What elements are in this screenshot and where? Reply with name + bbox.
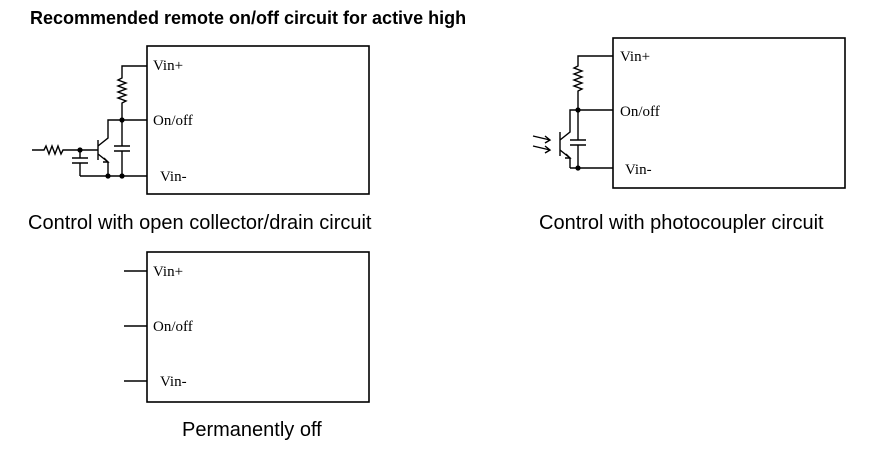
base-capacitor (72, 150, 88, 176)
pin-label-vin-minus: Vin- (160, 374, 187, 390)
module-box (612, 37, 846, 189)
module-box (146, 45, 370, 195)
junction-dot (575, 107, 581, 113)
page-title: Recommended remote on/off circuit for ac… (30, 8, 466, 28)
diagram-caption: Permanently off (182, 419, 322, 441)
pin-label-vin-minus: Vin- (160, 169, 187, 185)
pin-label-vin-plus: Vin+ (153, 58, 183, 74)
light-arrows-icon (532, 135, 552, 154)
module-box (146, 251, 370, 403)
pin-label-vin-plus: Vin+ (620, 49, 650, 65)
collector-capacitor (114, 120, 130, 176)
junction-dot (119, 173, 125, 179)
diagram-permanently-off: Vin+ On/off Vin- Permanently off (124, 251, 370, 441)
pin-label-vin-plus: Vin+ (153, 264, 183, 280)
pin-label-on-off: On/off (153, 319, 193, 335)
junction-dot (575, 165, 581, 171)
pin-label-on-off: On/off (620, 104, 660, 120)
pull-up-resistor (116, 65, 147, 121)
phototransistor (559, 109, 578, 168)
diagram-caption: Control with open collector/drain circui… (28, 212, 372, 234)
diagram-caption: Control with photocoupler circuit (539, 212, 824, 234)
pull-up-resistor (572, 55, 613, 111)
diagram-open-collector: Vin+ On/off Vin- Control with open colle… (28, 45, 372, 234)
junction-dot (77, 147, 83, 153)
input-resistor (32, 144, 98, 156)
diagram-photocoupler: Vin+ On/off Vin- Control with photocoupl… (532, 37, 846, 234)
junction-dot (119, 117, 125, 123)
pin-label-vin-minus: Vin- (625, 162, 652, 178)
collector-capacitor (570, 110, 586, 168)
npn-transistor (97, 119, 122, 176)
junction-dot (105, 173, 111, 179)
pin-label-on-off: On/off (153, 113, 193, 129)
